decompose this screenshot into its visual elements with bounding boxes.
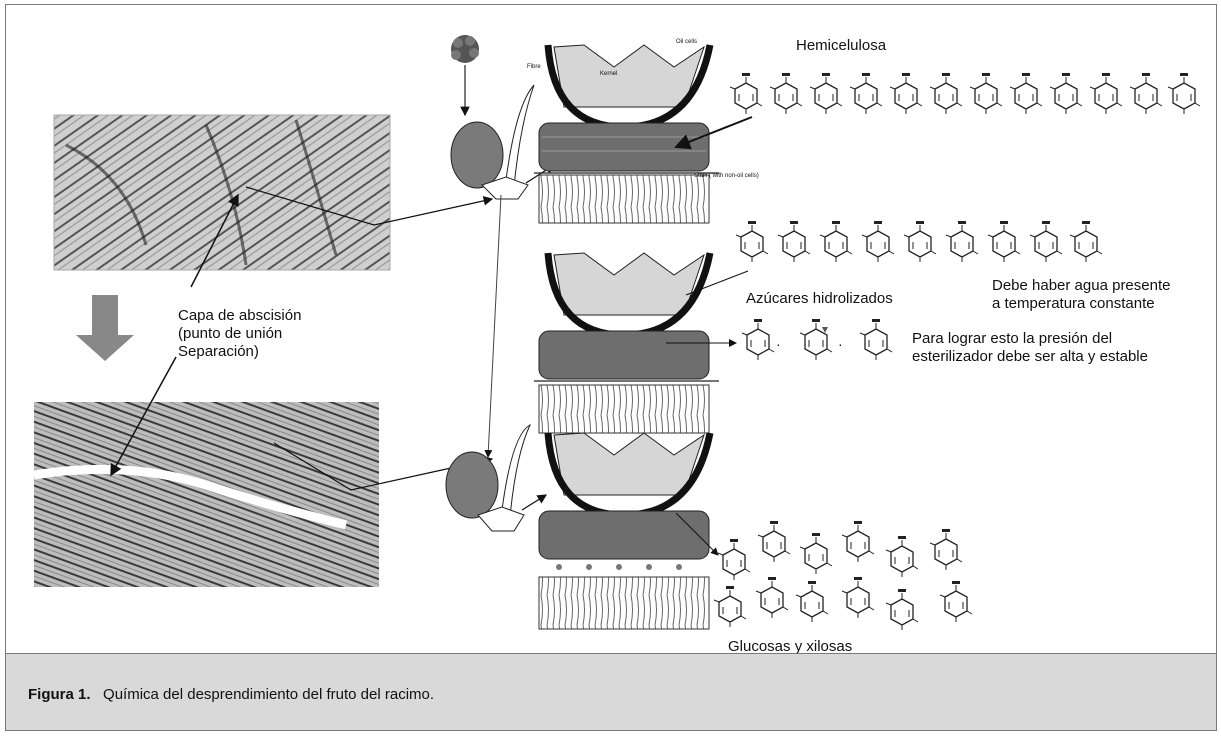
micro-label-fibre: Fibre	[527, 64, 541, 70]
figure-caption: Figura 1. Química del desprendimiento de…	[6, 653, 1216, 731]
micrograph-top	[54, 115, 390, 270]
fruit-bunch-icon	[451, 35, 479, 115]
hemicellulose-chain	[730, 73, 1200, 114]
micro-label-oil-cells: Oil cells	[676, 39, 697, 45]
caption-body: Química del desprendimiento del fruto de…	[103, 686, 434, 703]
free-sugars	[714, 521, 972, 630]
caption-text: Figura 1. Química del desprendimiento de…	[28, 686, 434, 703]
micro-label-kernel: Kernel	[600, 71, 617, 77]
caption-number: Figura 1.	[28, 686, 91, 703]
hydrolyzing-chain	[736, 221, 1102, 262]
label-agua: Debe haber agua presente a temperatura c…	[992, 277, 1170, 313]
cross-section-1	[534, 45, 719, 223]
label-azucares: Azúcares hidrolizados	[746, 290, 893, 308]
label-hemicelulosa: Hemicelulosa	[796, 37, 886, 55]
cross-section-3	[539, 433, 710, 629]
micro-label-stalk: Stalk ( with non-oil cells)	[694, 173, 759, 179]
label-capa-abscision: Capa de abscisión (punto de unión Separa…	[178, 307, 301, 361]
fruit-bottom	[446, 425, 530, 531]
svg-text:·: ·	[776, 336, 781, 352]
figure-frame: Oil cells Kernel Fibre Stalk ( with non-…	[5, 4, 1217, 731]
fruit-top	[451, 85, 534, 199]
label-presion: Para lograr esto la presión del esterili…	[912, 330, 1148, 366]
svg-text:·: ·	[838, 336, 843, 352]
micrograph-bottom	[34, 402, 379, 587]
down-arrow	[76, 295, 134, 361]
hydrolyzed-sugars: · ·	[742, 319, 892, 360]
